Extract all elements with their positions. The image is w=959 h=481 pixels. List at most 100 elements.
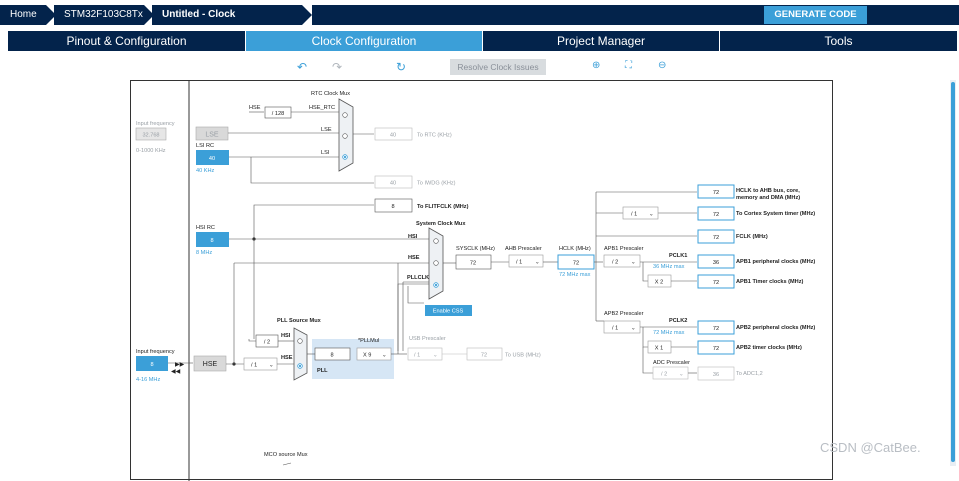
- pll-mux-radio-hsi[interactable]: [297, 338, 303, 344]
- tab-clock-configuration[interactable]: Clock Configuration: [246, 31, 483, 51]
- apb2-prescaler-label: APB2 Prescaler: [604, 311, 644, 317]
- rtc-mux-radio-lse[interactable]: [342, 133, 348, 139]
- generate-code-button[interactable]: GENERATE CODE: [764, 6, 867, 24]
- enable-css-button[interactable]: [425, 305, 472, 316]
- rtc-output-box: [374, 127, 413, 141]
- output-box-cortex-timer[interactable]: [697, 206, 735, 221]
- pll-hse-label: HSE: [281, 355, 293, 361]
- hclk-max: 72 MHz max: [559, 272, 591, 278]
- pclk2-label: PCLK2: [669, 318, 687, 324]
- resolve-clock-issues-button[interactable]: Resolve Clock Issues: [450, 59, 546, 75]
- hsi-rc-value: 8: [210, 238, 213, 244]
- to-iwdg-label: To IWDG (KHz): [417, 181, 456, 187]
- output-box-apb2-timer[interactable]: [697, 340, 735, 355]
- refresh-icon[interactable]: ↻: [396, 60, 407, 74]
- apb1-prescaler-select[interactable]: [603, 254, 641, 268]
- usb-prescaler-label: USB Prescaler: [409, 336, 446, 342]
- pll-input-value: 8: [330, 353, 333, 359]
- pclk1-max: 36 MHz max: [653, 264, 685, 270]
- output-box-apb1-peripheral[interactable]: [697, 254, 735, 269]
- output-value-cortex-timer: 72: [713, 212, 719, 218]
- hsi-unit: 8 MHz: [196, 250, 212, 256]
- enable-css-label: Enable CSS: [433, 309, 464, 315]
- cortex-chevron-down-icon: ⌄: [649, 212, 654, 218]
- lse-block-label: LSE: [205, 132, 219, 139]
- hclk-label: HCLK (MHz): [559, 246, 591, 252]
- hsi-rc-block: [196, 232, 229, 247]
- hse-rtc-divider[interactable]: [264, 106, 292, 119]
- lse-block[interactable]: [195, 126, 229, 141]
- ahb-prescaler-select[interactable]: [508, 254, 544, 268]
- adc-prescaler-value: / 2: [661, 372, 667, 378]
- output-value-apb2-timer: 72: [713, 346, 719, 352]
- lse-freq-box[interactable]: [135, 127, 167, 141]
- apb1-prescaler-label: APB1 Prescaler: [604, 246, 644, 252]
- pclk1-label: PCLK1: [669, 253, 687, 259]
- cortex-timer-divider-select[interactable]: [622, 206, 659, 220]
- rtc-mux-radio-hse[interactable]: [342, 112, 348, 118]
- usb-output-box: [466, 347, 503, 361]
- hse-output-arrow-icon: ◀◀: [171, 369, 181, 375]
- apb2-chevron-down-icon: ⌄: [631, 326, 636, 332]
- main-tabs: Pinout & Configuration Clock Configurati…: [8, 31, 958, 51]
- sys-mux-radio-pllclk-dot: [434, 283, 438, 287]
- breadcrumb-device[interactable]: STM32F103C8Tx: [54, 5, 154, 25]
- hse-prediv-chevron-down-icon: ⌄: [269, 363, 274, 369]
- apb2-timer-multiplier-value: X 1: [655, 346, 663, 352]
- flitfclk-output-value: 8: [391, 204, 394, 210]
- system-clock-mux-label: System Clock Mux: [416, 221, 466, 227]
- output-box-apb2-peripheral[interactable]: [697, 320, 735, 335]
- zoom-out-icon[interactable]: ⊖: [658, 60, 667, 71]
- watermark: CSDN @CatBee.: [820, 440, 921, 455]
- pll-source-mux-label: PLL Source Mux: [277, 318, 322, 324]
- tab-pinout[interactable]: Pinout & Configuration: [8, 31, 246, 51]
- hse-range: 4-16 MHz: [136, 377, 160, 383]
- rtc-mux-radio-lsi-dot: [343, 155, 347, 159]
- cortex-divider-value: / 1: [631, 212, 637, 218]
- apb1-chevron-down-icon: ⌄: [631, 260, 636, 266]
- output-value-fclk: 72: [713, 235, 719, 241]
- tab-project-manager[interactable]: Project Manager: [483, 31, 720, 51]
- fit-screen-icon[interactable]: ⛶: [625, 60, 632, 71]
- pll-input-value-box[interactable]: [314, 347, 351, 361]
- hse-block-label: HSE: [203, 361, 218, 368]
- lse-input-freq-label: Input frequency: [136, 121, 175, 127]
- output-value-apb1-peripheral: 36: [713, 260, 719, 266]
- lse-freq-value: 32.768: [142, 133, 159, 139]
- undo-icon[interactable]: ↶: [297, 60, 308, 74]
- to-usb-label: To USB (MHz): [505, 353, 541, 359]
- breadcrumb-project[interactable]: Untitled - Clock Configuration: [152, 5, 312, 40]
- lsi-rc-label: LSI RC: [196, 143, 214, 149]
- output-label-apb2-timer: APB2 timer clocks (MHz): [736, 345, 802, 351]
- output-label-fclk: FCLK (MHz): [736, 234, 768, 240]
- output-box-hclk[interactable]: [697, 184, 735, 199]
- output-box-adc[interactable]: [697, 366, 735, 381]
- sys-mux-radio-hsi[interactable]: [433, 238, 439, 244]
- adc-chevron-down-icon: ⌄: [679, 372, 684, 378]
- redo-icon[interactable]: ↷: [332, 60, 343, 74]
- sys-mux-radio-hse[interactable]: [433, 260, 439, 266]
- iwdg-output-value: 40: [390, 181, 396, 187]
- hsi-div2-value: / 2: [264, 340, 270, 346]
- clock-tree-diagram: Input frequency 32.768 0-1000 KHz LSE LS…: [135, 81, 815, 481]
- hse-freq-box[interactable]: [136, 356, 168, 371]
- pll-source-mux[interactable]: [293, 327, 308, 381]
- output-label-apb1-timer: APB1 Timer clocks (MHz): [736, 279, 803, 285]
- breadcrumb-home[interactable]: Home: [0, 5, 56, 25]
- to-flitfclk-label: To FLITFCLK (MHz): [417, 204, 469, 210]
- output-box-fclk[interactable]: [697, 229, 735, 244]
- lse-signal-label: LSE: [321, 127, 332, 133]
- vertical-scrollbar-thumb[interactable]: [951, 82, 955, 462]
- output-label-hclk-cont: memory and DMA (MHz): [736, 195, 800, 201]
- clock-diagram-canvas: Input frequency 32.768 0-1000 KHz LSE LS…: [130, 80, 833, 481]
- hse-prediv-value: / 1: [251, 363, 257, 369]
- hse-block[interactable]: [193, 355, 227, 372]
- output-box-apb1-timer[interactable]: [697, 274, 735, 289]
- hse-freq-value: 8: [150, 362, 153, 368]
- sysclk-label: SYSCLK (MHz): [456, 246, 495, 252]
- pll-label: PLL: [317, 368, 328, 374]
- tab-tools[interactable]: Tools: [720, 31, 958, 51]
- pll-hsi-label: HSI: [281, 333, 291, 339]
- apb2-prescaler-value: / 1: [612, 326, 618, 332]
- zoom-in-icon[interactable]: ⊕: [592, 60, 601, 71]
